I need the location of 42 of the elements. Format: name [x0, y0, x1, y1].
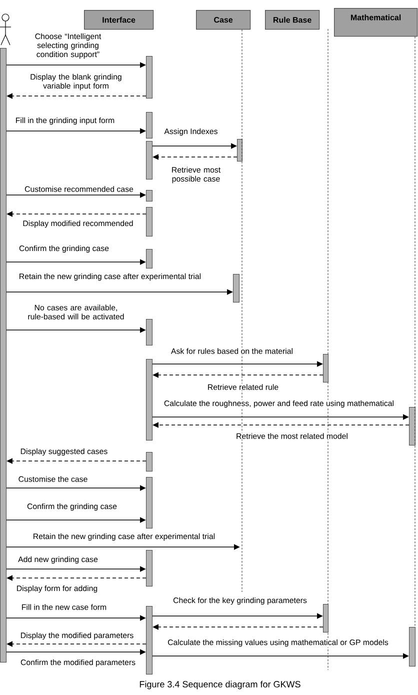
message-arrow: [6, 192, 146, 198]
object-box: Interface: [84, 10, 154, 30]
message-arrow: [6, 566, 146, 572]
activation-bar: [146, 452, 152, 472]
message-arrow: [6, 615, 146, 621]
message-arrow: [152, 613, 323, 619]
activation-bar: [233, 274, 240, 302]
activation-bar: [0, 48, 6, 662]
message-arrow: [6, 289, 233, 295]
activation-bar: [409, 627, 416, 666]
figure-caption: Figure 3.4 Sequence diagram for GKWS: [140, 680, 300, 690]
activation-bar: [409, 407, 416, 446]
message-arrow: [6, 259, 146, 265]
activation-bar: [237, 139, 242, 162]
stick-figure: [0, 14, 12, 46]
message-arrow: [6, 485, 146, 491]
activation-bar: [146, 112, 152, 138]
lifeline: [414, 36, 416, 628]
activation-bar: [146, 606, 152, 674]
activation-bar: [146, 477, 152, 528]
activation-bar: [146, 319, 152, 346]
message-arrow: [6, 128, 146, 134]
message-arrow: [152, 143, 237, 149]
message-arrow: [152, 361, 323, 367]
activation-bar: [146, 207, 152, 236]
object-box: Mathematical: [334, 8, 418, 37]
activation-bar: [146, 550, 152, 586]
message-arrow: [152, 414, 409, 420]
message-arrow: [6, 62, 146, 68]
activation-bar: [146, 56, 152, 98]
message-arrow: [6, 649, 146, 655]
activation-bar: [323, 354, 328, 382]
message-arrow: [6, 517, 146, 523]
message-arrow: [152, 653, 409, 659]
activation-bar: [146, 190, 152, 202]
message-arrow: [6, 327, 146, 333]
activation-bar: [146, 141, 152, 180]
activation-bar: [146, 249, 152, 268]
object-box: Case: [196, 10, 251, 30]
activation-bar: [323, 604, 328, 632]
activation-bar: [146, 359, 152, 440]
object-box: Rule Base: [265, 10, 320, 30]
